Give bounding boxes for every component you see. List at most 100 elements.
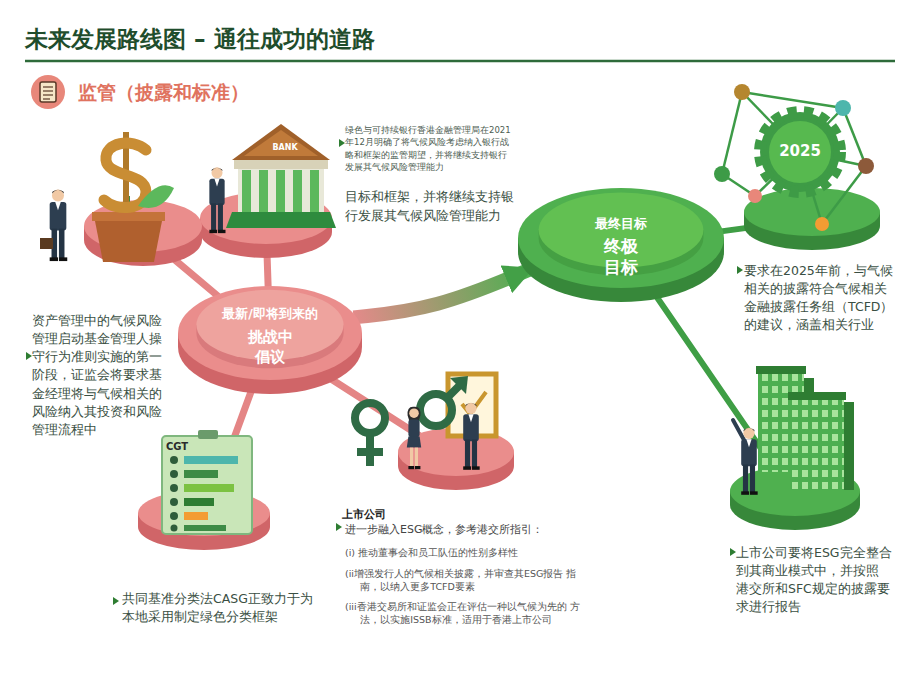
scroll-icon — [43, 86, 53, 87]
buildings-illustration — [756, 366, 806, 374]
taxonomy-clipboard — [184, 525, 226, 531]
network-gear-illustration — [835, 100, 851, 116]
text-slot: CGT — [166, 441, 202, 453]
bank-illustration — [244, 130, 318, 156]
node-text: (ii增强发行人的气候相关披露，并审查其ESG报告 指南，以纳入更多TCFD要素 — [345, 567, 590, 594]
text-slot: BANK — [268, 143, 302, 153]
taxonomy-clipboard — [171, 525, 178, 532]
scroll-icon — [31, 75, 65, 109]
network-gear-illustration — [760, 112, 840, 192]
illustration-label: 2025 — [776, 142, 824, 162]
scroll-icon — [31, 75, 65, 109]
bank-illustration — [232, 124, 330, 160]
node-text: 进一步融入ESG概念，参考港交所指引： — [345, 522, 595, 537]
taxonomy-clipboard — [170, 456, 178, 464]
node-text: 终极 目标 — [593, 236, 649, 279]
network-gear-illustration — [769, 121, 831, 183]
node-text: 共同基准分类法CASG正致力于为 本地采用制定绿色分类框架 — [122, 590, 327, 626]
gender-illustration — [355, 374, 496, 470]
taxonomy-clipboard — [184, 484, 234, 492]
network-gear-illustration — [815, 217, 829, 231]
bank-illustration — [238, 168, 324, 212]
text-slot: (iii香港交易所和证监会正在评估一种以气候为先的 方法，以实施ISSB标准，适… — [345, 600, 590, 627]
buildings-illustration — [844, 402, 854, 490]
node-heading: 绿色与可持续银行香港金融管理局在2021 年12月明确了将气候风险考虑纳入银行战… — [345, 124, 517, 173]
bank-illustration — [242, 170, 251, 212]
gender-illustration — [420, 394, 452, 426]
hub-disc: 最终目标终极 目标 — [518, 188, 724, 302]
illustration-label: BANK — [268, 143, 302, 153]
text-slot: 未来发展路线图 – 通往成功的道路 — [25, 25, 375, 55]
bank-illustration — [226, 212, 336, 228]
topic-disc: 要求在2025年前，与气候 相关的披露符合气候相关 金融披露任务组（TCFD） … — [744, 188, 880, 250]
text-slot: 绿色与可持续银行香港金融管理局在2021 年12月明确了将气候风险考虑纳入银行战… — [345, 124, 517, 173]
gender-illustration — [463, 403, 479, 470]
text-slot: (ii增强发行人的气候相关披露，并审查其ESG报告 指南，以纳入更多TCFD要素 — [345, 567, 590, 594]
taxonomy-clipboard — [184, 470, 218, 478]
taxonomy-clipboard — [170, 470, 178, 478]
disc-shape — [744, 188, 880, 250]
node-heading: 最新/即将到来的 — [178, 306, 362, 322]
disc-top — [178, 286, 362, 380]
taxonomy-clipboard — [198, 430, 218, 439]
buildings-illustration — [788, 392, 846, 400]
bank-illustration — [209, 124, 336, 233]
text-slot: 最终目标 — [561, 216, 681, 233]
taxonomy-clipboard — [170, 512, 178, 520]
dollar-plant-illustration — [50, 189, 68, 261]
network-gear-illustration — [714, 166, 730, 182]
title-rule — [25, 60, 895, 63]
bullet-marker — [730, 548, 736, 556]
node-heading: 最终目标 — [561, 216, 681, 233]
text-slot: 2025 — [776, 142, 824, 162]
node-text: 挑战中 倡议 — [238, 328, 302, 367]
connector-line — [332, 380, 419, 435]
bullet-marker — [26, 139, 743, 605]
gender-illustration — [447, 385, 460, 398]
disc-top — [518, 188, 724, 288]
text-slot: 监管（披露和标准） — [78, 80, 308, 105]
bank-illustration — [209, 167, 225, 233]
taxonomy-clipboard — [184, 512, 208, 520]
network-gear-illustration — [858, 158, 874, 174]
dollar-plant-illustration — [40, 238, 53, 249]
network-gear-illustration — [714, 84, 874, 231]
taxonomy-clipboard — [162, 430, 252, 534]
buildings-illustration — [741, 428, 757, 495]
node-text: (iii香港交易所和证监会正在评估一种以气候为先的 方法，以实施ISSB标准，适… — [345, 600, 590, 627]
network-gear-illustration — [734, 84, 750, 100]
node-text: 资产管理中的气候风险 管理启动基金管理人操 守行为准则实施的第一 阶段，证监会将… — [32, 312, 166, 439]
bullet-marker — [113, 597, 119, 605]
scroll-icon — [43, 94, 53, 95]
bank-illustration — [259, 170, 268, 212]
network-gear-illustration — [748, 189, 762, 203]
bullet-marker — [336, 523, 342, 531]
connector-line — [176, 260, 218, 295]
dollar-plant-illustration — [95, 221, 162, 262]
bank-illustration — [276, 170, 285, 212]
bank-illustration — [234, 160, 328, 169]
buildings-illustration — [733, 420, 744, 440]
hub-disc: 最新/即将到来的挑战中 倡议 — [178, 286, 362, 394]
scroll-icon — [40, 82, 56, 102]
network-gear-illustration — [722, 92, 742, 174]
node-text: 上市公司要将ESG完全整合 到其商业模式中，并按照 港交所和SFC规定的披露要 … — [736, 544, 892, 617]
scroll-icon — [43, 98, 50, 99]
section-heading: 监管（披露和标准） — [78, 80, 308, 105]
illustration-label: CGT — [166, 441, 202, 453]
text-slot: (i) 推动董事会和员工队伍的性别多样性 — [345, 546, 590, 559]
gender-illustration — [407, 407, 421, 469]
bullet-marker — [26, 352, 32, 360]
taxonomy-clipboard — [170, 498, 178, 506]
node-text: (i) 推动董事会和员工队伍的性别多样性 — [345, 546, 590, 559]
text-slot: 进一步融入ESG概念，参考港交所指引： — [345, 522, 595, 537]
text-slot: 上市公司要将ESG完全整合 到其商业模式中，并按照 港交所和SFC规定的披露要 … — [736, 544, 892, 617]
network-gear-illustration — [742, 92, 843, 108]
taxonomy-clipboard — [184, 456, 238, 464]
page-title: 未来发展路线图 – 通往成功的道路 — [25, 25, 375, 55]
text-slot: 最新/即将到来的 — [178, 306, 362, 322]
gender-illustration — [355, 403, 385, 433]
taxonomy-clipboard — [170, 484, 178, 492]
text-slot: 目标和框架，并将继续支持银 行发展其气候风险管理能力 — [345, 188, 517, 226]
